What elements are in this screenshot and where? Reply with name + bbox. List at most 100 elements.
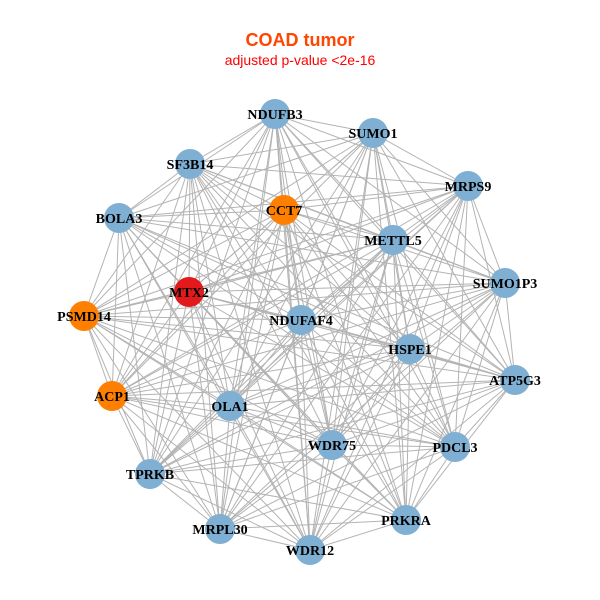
edge-CCT7-METTL5 [283, 209, 394, 241]
node-circle [358, 118, 388, 148]
node-label: PDCL3 [432, 441, 477, 456]
node-circle [175, 149, 205, 179]
node-circle [104, 203, 134, 233]
node-acp1: ACP1 [94, 381, 130, 411]
edge-SUMO1-MRPS9 [372, 132, 469, 187]
figure-subtitle: adjusted p-value <2e-16 [224, 52, 376, 68]
node-circle [500, 365, 530, 395]
edge-MRPL30-WDR12 [219, 528, 311, 551]
edge-HSPE1-WDR75 [331, 348, 411, 446]
node-circle [260, 99, 290, 129]
node-label: MRPL30 [192, 523, 247, 538]
edge-PDCL3-WDR12 [309, 446, 456, 551]
node-mrps9: MRPS9 [445, 171, 492, 201]
edge-WDR75-PDCL3 [331, 444, 456, 448]
edge-SF3B14-TPRKB [149, 163, 191, 475]
edge-ATP5G3-ACP1 [111, 379, 516, 397]
edge-METTL5-SUMO1P3 [392, 239, 506, 284]
edge-CCT7-TPRKB [149, 209, 285, 475]
node-mtx2: MTX2 [169, 277, 209, 307]
node-label: PSMD14 [57, 310, 111, 325]
edge-MRPS9-METTL5 [392, 185, 469, 241]
edge-METTL5-MRPL30 [219, 239, 394, 530]
node-circle [317, 430, 347, 460]
edge-MRPS9-WDR12 [309, 185, 469, 551]
edge-NDUFAF4-ACP1 [111, 319, 302, 397]
node-circle [135, 459, 165, 489]
edge-MTX2-MRPL30 [188, 291, 221, 530]
node-circle [205, 514, 235, 544]
node-circle [269, 195, 299, 225]
edge-MRPS9-PDCL3 [454, 185, 469, 448]
node-label: NDUFB3 [247, 108, 302, 123]
node-circle [391, 505, 421, 535]
edge-BOLA3-MRPL30 [118, 217, 221, 530]
edge-ACP1-WDR75 [111, 395, 333, 446]
edge-HSPE1-ACP1 [111, 348, 411, 397]
node-wdr75: WDR75 [308, 430, 356, 460]
node-label: CCT7 [266, 204, 303, 219]
edge-SUMO1P3-NDUFAF4 [300, 282, 506, 321]
edge-NDUFB3-MTX2 [188, 113, 276, 293]
node-label: MRPS9 [445, 180, 492, 195]
edge-SUMO1P3-ATP5G3 [504, 282, 516, 381]
edge-NDUFB3-HSPE1 [274, 113, 411, 350]
edge-MRPS9-CCT7 [283, 185, 469, 211]
edge-SUMO1P3-PDCL3 [454, 282, 506, 448]
edge-BOLA3-TPRKB [118, 217, 151, 475]
node-label: METTL5 [364, 234, 422, 249]
node-circle [174, 277, 204, 307]
node-label: SF3B14 [167, 158, 214, 173]
node-mettl5: METTL5 [364, 225, 422, 255]
edge-MRPS9-NDUFAF4 [300, 185, 469, 321]
edge-HSPE1-OLA1 [229, 348, 411, 407]
edge-CCT7-OLA1 [229, 209, 285, 407]
edge-MRPS9-SUMO1P3 [467, 185, 506, 284]
edge-MTX2-OLA1 [188, 291, 231, 407]
edge-TPRKB-PRKRA [149, 473, 407, 521]
edge-MRPL30-PRKRA [219, 519, 407, 530]
edge-NDUFB3-ACP1 [111, 113, 276, 397]
edge-PDCL3-MRPL30 [219, 446, 456, 530]
edge-NDUFAF4-OLA1 [229, 319, 302, 407]
node-label: SUMO1 [349, 127, 398, 142]
edge-SF3B14-CCT7 [189, 163, 285, 211]
edge-BOLA3-ATP5G3 [118, 217, 516, 381]
edge-OLA1-PRKRA [229, 405, 407, 521]
edge-CCT7-MTX2 [188, 209, 285, 293]
edge-NDUFAF4-WDR75 [300, 319, 333, 446]
edge-SUMO1P3-TPRKB [149, 282, 506, 475]
edge-OLA1-WDR12 [229, 405, 311, 551]
edge-SF3B14-MTX2 [188, 163, 191, 293]
edge-PSMD14-NDUFAF4 [83, 315, 302, 321]
edge-PSMD14-MRPL30 [83, 315, 221, 530]
edge-NDUFAF4-PDCL3 [300, 319, 456, 448]
node-label: ACP1 [94, 390, 130, 405]
node-label: HSPE1 [388, 343, 432, 358]
edge-SF3B14-NDUFAF4 [189, 163, 302, 321]
edge-SF3B14-PSMD14 [83, 163, 191, 317]
edge-SUMO1-WDR12 [309, 132, 374, 551]
edge-SF3B14-HSPE1 [189, 163, 411, 350]
node-layer: NDUFB3SUMO1SF3B14MRPS9BOLA3CCT7METTL5SUM… [57, 99, 541, 565]
edge-HSPE1-ATP5G3 [409, 348, 516, 381]
edge-SUMO1P3-PSMD14 [83, 282, 506, 317]
node-prkra: PRKRA [381, 505, 432, 535]
edge-WDR75-PRKRA [331, 444, 407, 521]
edge-HSPE1-WDR12 [309, 348, 411, 551]
node-label: SUMO1P3 [473, 277, 538, 292]
edge-SUMO1-SF3B14 [189, 132, 374, 165]
edge-MTX2-ACP1 [111, 291, 190, 397]
edge-ATP5G3-OLA1 [229, 379, 516, 407]
edge-ATP5G3-TPRKB [149, 379, 516, 475]
edge-SUMO1P3-MRPL30 [219, 282, 506, 530]
edge-METTL5-PDCL3 [392, 239, 456, 448]
edge-ACP1-OLA1 [111, 395, 231, 407]
edge-SUMO1-ACP1 [111, 132, 374, 397]
node-circle [395, 334, 425, 364]
edge-SUMO1P3-WDR12 [309, 282, 506, 551]
edge-MRPS9-MTX2 [188, 185, 469, 293]
edge-ACP1-WDR12 [111, 395, 311, 551]
edge-METTL5-TPRKB [149, 239, 394, 475]
